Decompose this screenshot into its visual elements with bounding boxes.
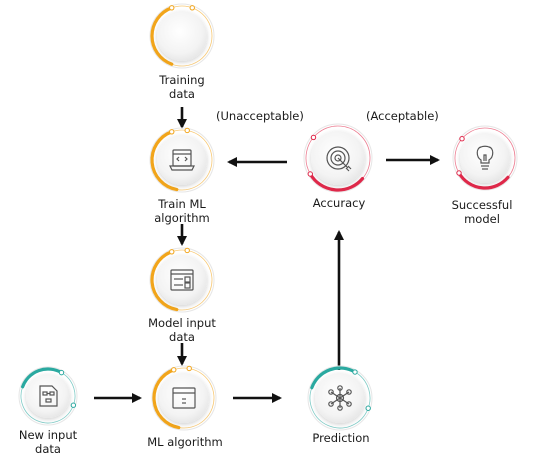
node-accent-arc (150, 250, 179, 312)
app-window-icon (172, 387, 196, 409)
label-successful-line2: model (464, 212, 500, 226)
node-accent-arc (457, 171, 510, 190)
label-new-input-line1: New input (18, 428, 78, 442)
label-prediction: Prediction (312, 431, 369, 445)
node-new-input (18, 366, 78, 426)
label-successful: Successful model (452, 198, 513, 226)
label-model-input-line2: data (169, 330, 195, 344)
node-ml-algorithm (151, 365, 217, 431)
label-ml-algorithm: ML algorithm (147, 435, 223, 449)
node-train-ml (149, 127, 215, 193)
arrows (94, 107, 440, 403)
label-ml-algorithm-line1: ML algorithm (147, 435, 223, 449)
label-model-input-line1: Model input (148, 316, 216, 330)
edge-label-acceptable: (Acceptable) (366, 109, 439, 123)
nodes (18, 3, 518, 431)
label-prediction-line1: Prediction (312, 431, 370, 445)
label-model-input: Model input data (148, 316, 216, 344)
label-training-line2: data (169, 87, 195, 101)
node-training (149, 3, 215, 69)
label-successful-line1: Successful (451, 198, 513, 212)
label-new-input: New input data (19, 428, 77, 456)
label-train-ml-line1: Train ML (158, 197, 206, 211)
label-accuracy-line1: Accuracy (312, 196, 366, 210)
label-training-line1: Training (159, 73, 205, 87)
node-model-input (149, 247, 215, 313)
node-prediction (307, 365, 373, 431)
edge-label-unacceptable: (Unacceptable) (216, 109, 304, 123)
node-accuracy (303, 123, 373, 193)
label-accuracy: Accuracy (313, 196, 366, 210)
node-accent-arc (152, 368, 181, 430)
network-icon (328, 385, 352, 411)
node-accent-arc (21, 367, 64, 389)
label-new-input-line2: data (35, 442, 61, 456)
node-accent-arc (150, 130, 179, 192)
node-accent-arc (150, 6, 174, 66)
flowchart-document-icon (39, 385, 58, 407)
code-window-icon (169, 149, 195, 171)
node-accent-arc (308, 172, 365, 192)
label-train-ml: Train ML algorithm (154, 197, 210, 225)
label-training: Training data (159, 73, 204, 101)
target-icon (326, 146, 352, 172)
checklist-icon (170, 269, 194, 291)
node-accent-arc (310, 366, 357, 390)
label-train-ml-line2: algorithm (154, 211, 210, 225)
lightbulb-icon (476, 145, 494, 170)
node-successful (452, 125, 518, 191)
